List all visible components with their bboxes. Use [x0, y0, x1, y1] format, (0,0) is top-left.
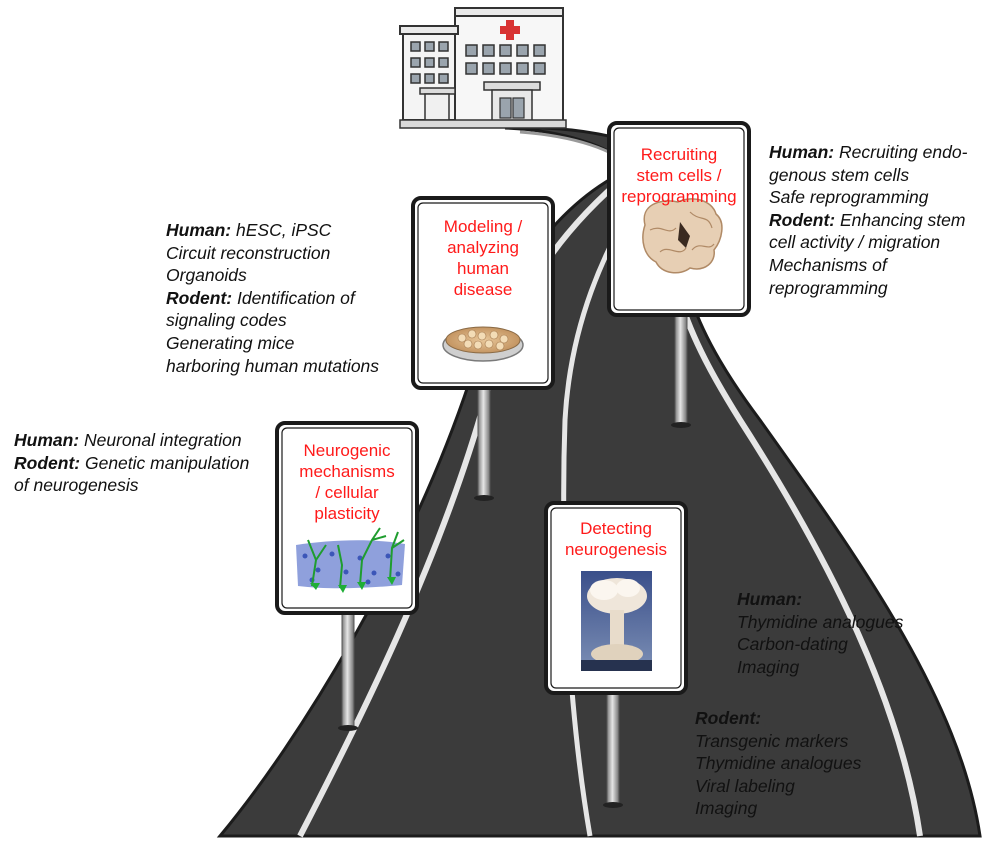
- brain-section-icon: [642, 198, 723, 274]
- note-detecting-human: Human: Thymidine analogues Carbon-dating…: [737, 589, 904, 677]
- lane-line-center: [561, 168, 658, 837]
- note-detecting-rodent: Rodent: Transgenic markers Thymidine ana…: [695, 708, 862, 819]
- sign-neurogenic-title: Neurogenic mechanisms / cellular plastic…: [299, 441, 395, 523]
- sign-modeling-title: Modeling / analyzing human disease: [443, 217, 523, 299]
- sign-detecting-title: Detecting neurogenesis: [564, 519, 668, 559]
- sign-recruiting-title: Recruiting stem cells / reprogramming: [621, 145, 737, 206]
- note-modeling: Human: hESC, iPSC Circuit reconstruction…: [166, 220, 380, 376]
- mushroom-cloud-icon: [581, 571, 652, 671]
- neuron-tissue-icon: [296, 527, 405, 593]
- note-neurogenic: Human: Neuronal integration Rodent: Gene…: [14, 430, 250, 496]
- note-recruiting: Human: Recruiting endo- genous stem cell…: [769, 142, 968, 298]
- petri-dish-icon: [442, 326, 524, 362]
- hospital-icon: [399, 7, 567, 129]
